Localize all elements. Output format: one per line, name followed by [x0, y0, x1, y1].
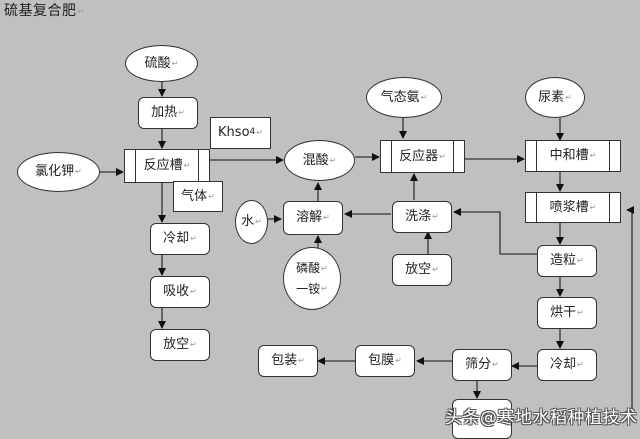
node-reactor: 反应器↵ — [380, 140, 465, 173]
node-screen: 筛分↵ — [452, 349, 512, 381]
node-spray-tank: 喷浆槽↵ — [525, 192, 621, 223]
node-cooling-1: 冷却↵ — [150, 223, 210, 255]
node-heating: 加热↵ — [138, 97, 198, 129]
node-dissolve: 溶解↵ — [283, 201, 343, 235]
node-granulate: 造粒↵ — [537, 245, 597, 277]
node-kcl: 氯化钾↵ — [17, 152, 100, 192]
watermark: 头条@寒地水稻种植技术 — [445, 408, 638, 428]
node-neutralize-tank: 中和槽↵ — [525, 140, 621, 172]
node-vent-1: 放空↵ — [150, 329, 210, 361]
node-cooling-2: 冷却↵ — [537, 349, 597, 381]
arrow-recycle-to-spray — [625, 206, 634, 413]
node-package: 包装↵ — [258, 345, 318, 377]
node-mixed-acid: 混酸↵ — [284, 140, 355, 181]
node-reaction-tank: 反应槽↵ — [124, 149, 210, 183]
node-monoammonium-phosphate: 磷酸↵ 一铵↵ — [283, 247, 341, 310]
node-recycle-box — [452, 399, 512, 439]
node-water: 水↵ — [235, 200, 268, 244]
node-urea: 尿素↵ — [525, 77, 585, 118]
node-absorb: 吸收↵ — [150, 276, 210, 308]
arrow-granulate-to-wash — [453, 208, 537, 255]
node-coat: 包膜↵ — [355, 345, 415, 377]
node-wash: 洗涤↵ — [392, 201, 452, 233]
node-sulfuric-acid: 硫酸↵ — [125, 45, 198, 82]
node-vent-2: 放空↵ — [392, 254, 452, 286]
node-dry: 烘干↵ — [537, 297, 597, 329]
node-ammonia-gas: 气态氨↵ — [366, 77, 442, 118]
diagram-title: 硫基复合肥↵ — [4, 3, 85, 19]
node-gas: 气体↵ — [173, 181, 223, 212]
